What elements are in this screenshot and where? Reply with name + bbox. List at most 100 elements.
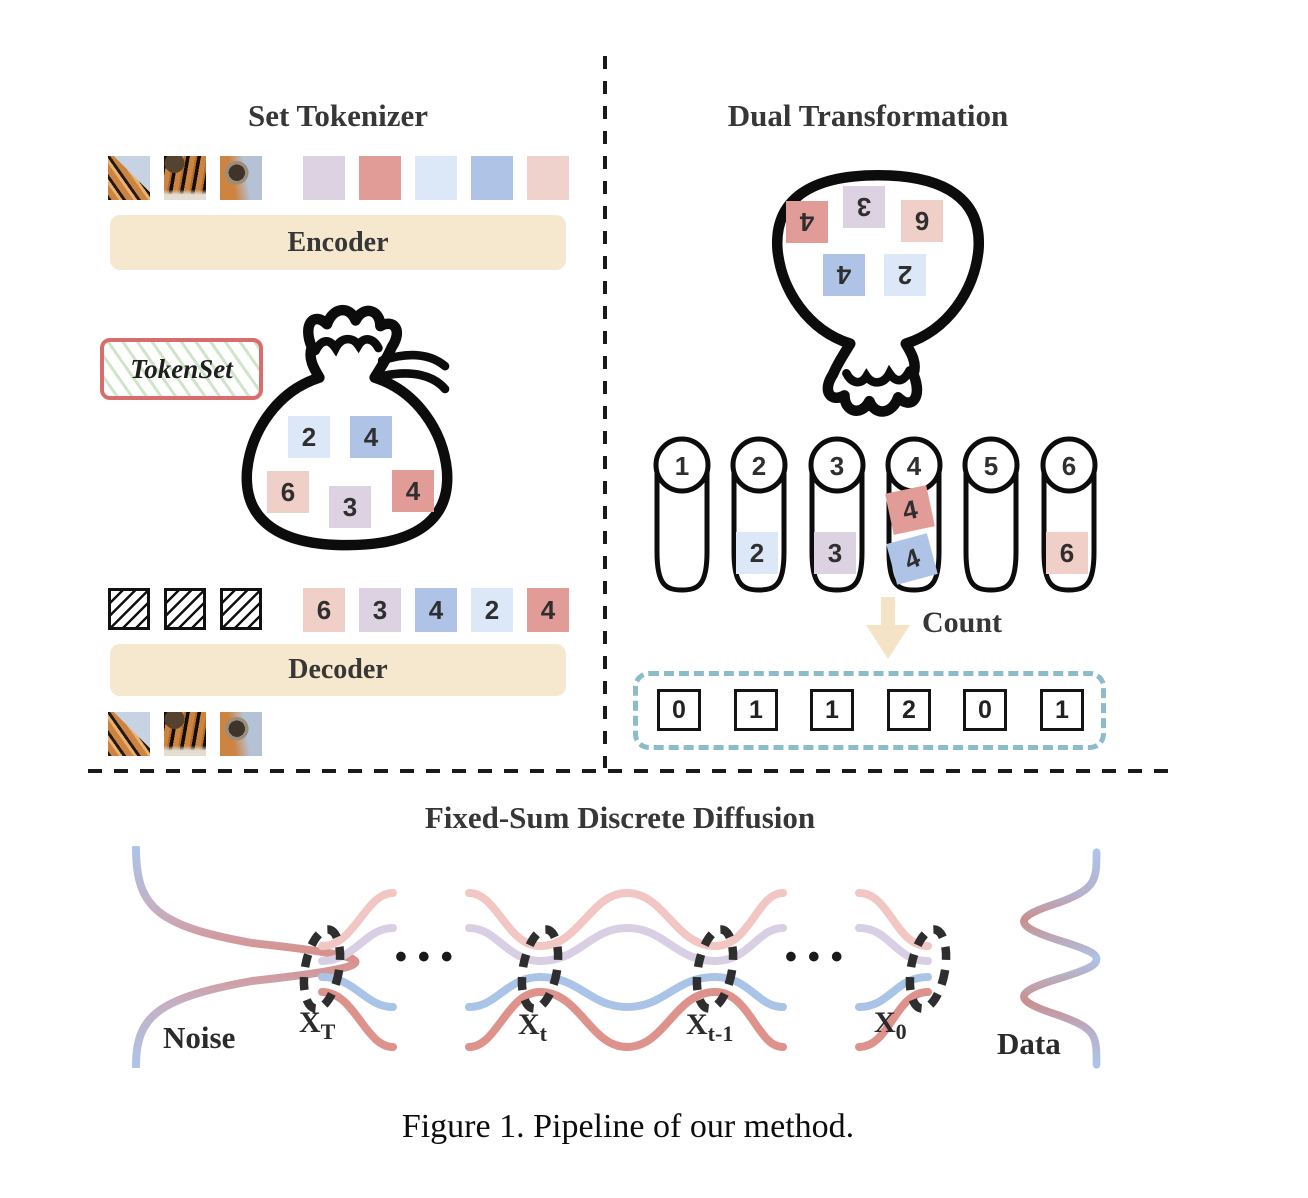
state-ellipse-xt: [517, 925, 563, 1013]
state-base: X: [518, 1008, 540, 1041]
ellipsis-dots: •••: [395, 938, 464, 976]
state-ellipse-x0: [905, 925, 951, 1013]
token-value: 3: [372, 594, 388, 625]
tiger-image-patch: [108, 712, 150, 756]
vertical-divider: [603, 56, 607, 768]
output-token-row: 6 3 4 2 4: [108, 588, 569, 632]
masked-patch: [164, 588, 206, 630]
token-square: [415, 156, 457, 200]
bag-token: 4: [392, 470, 434, 512]
tiger-image-patch: [220, 156, 262, 200]
encoder-block: Encoder: [110, 215, 566, 270]
cylinder-label: 2: [752, 451, 766, 481]
down-arrow-icon: [866, 597, 910, 659]
token-value: 2: [484, 594, 500, 625]
token-square: [471, 156, 513, 200]
cylinder-5: 5: [959, 434, 1023, 596]
cylinder-3: 3 3: [805, 434, 869, 596]
token-value: 4: [428, 594, 444, 625]
input-patch-row: [108, 156, 569, 200]
bag-token: 2: [288, 416, 330, 458]
count-vector-box: [633, 671, 1106, 750]
count-value: 1: [1040, 689, 1084, 731]
token-square: [359, 156, 401, 200]
count-label: Count: [922, 606, 1003, 639]
tokenset-badge: TokenSet: [100, 338, 263, 400]
count-value: 1: [734, 689, 778, 731]
horizontal-divider: [88, 769, 1170, 773]
cylinder-1: 1: [650, 434, 714, 596]
tiger-image-patch: [164, 156, 206, 200]
data-label: Data: [997, 1026, 1061, 1061]
token-value: 4: [899, 493, 921, 526]
state-ellipse-xT: [299, 925, 345, 1013]
diffusion-trajectories: [295, 858, 975, 1078]
ellipsis-dots: •••: [785, 938, 854, 976]
state-label-xT: XT: [299, 1006, 335, 1045]
token-square: 4: [415, 588, 457, 632]
token-square: 2: [471, 588, 513, 632]
state-sub: T: [320, 1019, 336, 1044]
tiger-image-patch: [108, 156, 150, 200]
cylinder-token: 3: [814, 532, 856, 574]
noise-distribution: [122, 844, 412, 1073]
token-square: 3: [359, 588, 401, 632]
bag-token: 6: [267, 471, 309, 513]
cylinder-label: 4: [907, 451, 922, 481]
token-square: 4: [527, 588, 569, 632]
row-spacer: [276, 588, 289, 632]
noise-label: Noise: [163, 1020, 236, 1055]
cylinder-label: 3: [830, 451, 844, 481]
state-label-x0: X0: [874, 1006, 907, 1045]
decoder-block: Decoder: [110, 644, 566, 696]
tokenset-label: TokenSet: [130, 353, 233, 384]
masked-patch: [108, 588, 150, 630]
token-value: 2: [749, 537, 765, 568]
token-value: 6: [914, 206, 930, 237]
row-spacer: [276, 156, 289, 200]
token-value: 4: [799, 207, 815, 238]
token-value: 3: [827, 537, 843, 568]
token-value: 6: [316, 594, 332, 625]
token-value: 4: [405, 475, 421, 506]
state-base: X: [686, 1008, 708, 1041]
token-value: 2: [301, 421, 317, 452]
state-base: X: [874, 1006, 896, 1039]
state-label-xt: Xt: [518, 1008, 547, 1047]
token-value: 6: [280, 476, 296, 507]
cylinder-4: 4 4 4: [882, 434, 946, 596]
masked-patch: [220, 588, 262, 630]
cylinder-label: 6: [1062, 451, 1076, 481]
token-value: 4: [836, 260, 852, 291]
flipped-bag-token: 4: [786, 201, 828, 243]
token-value: 4: [540, 594, 556, 625]
state-base: X: [299, 1006, 321, 1039]
state-ellipse-xt1: [692, 925, 738, 1013]
cylinder-label: 5: [984, 451, 998, 481]
token-value: 3: [856, 192, 872, 223]
state-label-xt-1: Xt-1: [686, 1008, 733, 1047]
decoder-label: Decoder: [288, 654, 388, 685]
encoder-label: Encoder: [287, 226, 389, 258]
flipped-bag-token: 6: [901, 200, 943, 242]
token-value: 4: [900, 540, 924, 577]
right-panel-title: Dual Transformation: [727, 98, 1009, 133]
tiger-image-patch: [220, 712, 262, 756]
left-panel-title: Set Tokenizer: [248, 98, 428, 133]
state-sub: 0: [895, 1019, 907, 1044]
cylinder-6: 6 6: [1037, 434, 1101, 596]
count-arrow: [864, 597, 912, 664]
token-square: 6: [303, 588, 345, 632]
token-value: 6: [1059, 537, 1075, 568]
reconstructed-patch-row: [108, 712, 262, 756]
count-value: 0: [657, 689, 701, 731]
figure-caption: Figure 1. Pipeline of our method.: [401, 1108, 855, 1145]
cylinder-token: 6: [1046, 532, 1088, 574]
token-square: [303, 156, 345, 200]
cylinder-token: 2: [736, 532, 778, 574]
count-value: 2: [887, 689, 931, 731]
token-value: 2: [897, 260, 913, 291]
cylinder-label: 1: [675, 451, 689, 481]
count-value: 1: [810, 689, 854, 731]
flipped-bag-token: 2: [884, 254, 926, 296]
